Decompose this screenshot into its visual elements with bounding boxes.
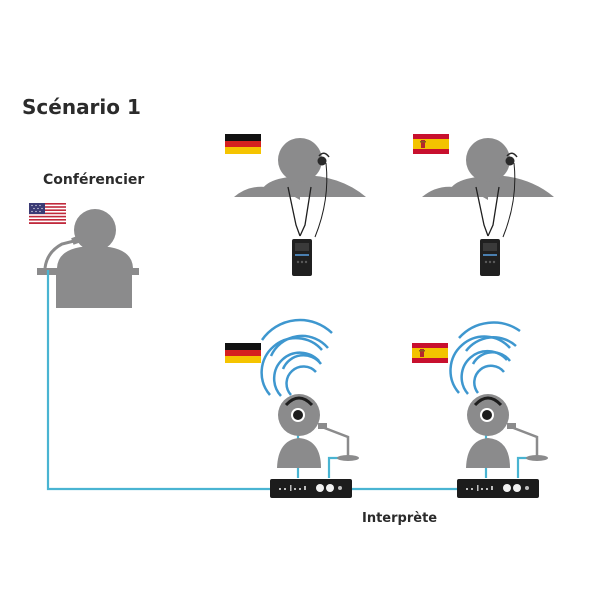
- united-states-flag-icon: [29, 203, 66, 224]
- speaker-figure: [37, 209, 139, 308]
- interpreter-booth-right: [449, 321, 548, 468]
- interpreter-label: Interprète: [362, 511, 438, 526]
- listener-receiver-figure: [233, 137, 367, 277]
- listener-receiver-figure: [421, 137, 555, 277]
- interpreter-booth-left: [260, 318, 359, 468]
- germany-flag-icon: [225, 134, 261, 154]
- spain-flag-icon: [412, 343, 448, 363]
- speaker-label: Conférencier: [43, 172, 145, 188]
- germany-flag-icon: [225, 343, 261, 363]
- spain-flag-icon: [413, 134, 449, 154]
- interpreter-console-right: [457, 479, 539, 498]
- interpreter-console-left: [270, 479, 352, 498]
- scenario-title: Scénario 1: [22, 95, 141, 119]
